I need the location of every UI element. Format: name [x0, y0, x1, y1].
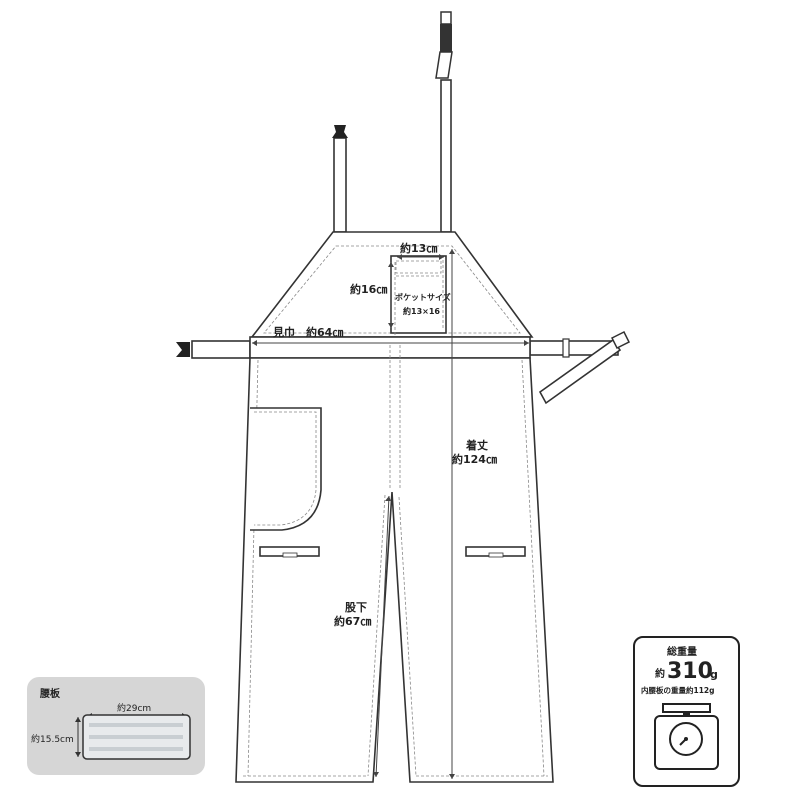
right-shoulder-strap	[435, 11, 453, 233]
length-value: 約124㎝	[452, 452, 497, 466]
waist-board-height: 約15.5cm	[31, 733, 74, 745]
right-slot-pocket	[465, 546, 526, 558]
chest-width-value: 約64㎝	[306, 325, 343, 339]
weight-title: 総重量	[667, 645, 697, 658]
pocket-size-title: ポケットサイズ	[395, 292, 451, 302]
strap-icon	[610, 330, 631, 350]
weight-unit: g	[710, 668, 718, 681]
side-pocket	[250, 407, 322, 531]
weight-note: 内腰板の重量約112g	[641, 685, 715, 695]
pocket-width-label: 約13㎝	[400, 241, 437, 255]
weight-box: 総重量 約 310 g 内腰板の重量約112g	[633, 636, 740, 787]
waist-board-panel: 腰板 約29cm 約15.5cm	[27, 677, 205, 775]
pocket-size-value: 約13×16	[403, 306, 440, 316]
left-slot-pocket	[259, 546, 320, 558]
weight-value: 310	[667, 659, 713, 684]
weight-figure: 総重量 約 310 g 内腰板の重量約112g	[641, 645, 719, 770]
buckle-icon	[176, 342, 190, 357]
inseam-title: 股下	[345, 601, 367, 614]
scale-icon	[654, 703, 719, 770]
weight-prefix: 約	[655, 667, 665, 680]
chest-width-label: 見巾	[272, 325, 295, 339]
waist-board-width: 約29cm	[117, 702, 151, 714]
right-waist-tie	[529, 330, 631, 405]
length-title: 着丈	[465, 438, 488, 452]
buckle-icon	[332, 125, 348, 138]
left-shoulder-strap	[332, 125, 348, 233]
pocket-height-label: 約16㎝	[350, 282, 387, 296]
waist-board-figure: 腰板 約29cm 約15.5cm	[31, 687, 191, 760]
chest-pocket	[390, 255, 447, 335]
dimension-lines	[252, 249, 529, 779]
left-waist-tie	[176, 340, 251, 359]
waist-board-title: 腰板	[39, 687, 61, 700]
inseam-value: 約67㎝	[334, 614, 371, 628]
